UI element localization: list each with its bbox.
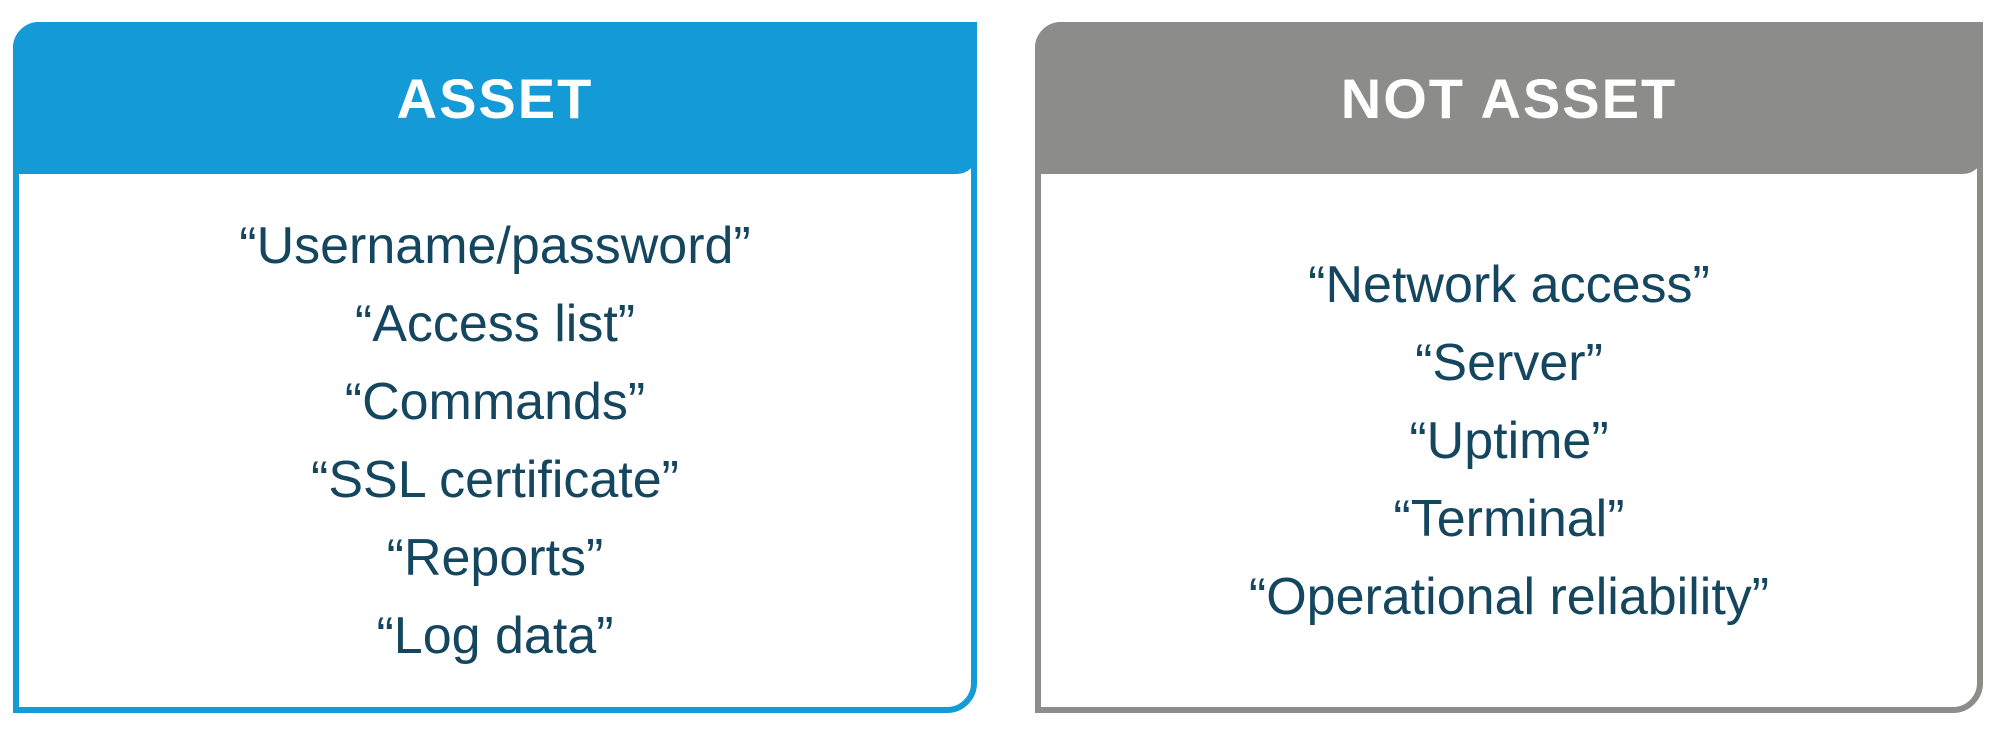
- asset-card-item-list: “Username/password” “Access list” “Command…: [19, 174, 971, 707]
- not-asset-card-title: NOT ASSET: [1340, 66, 1678, 130]
- asset-card-header: ASSET: [13, 22, 977, 174]
- list-item: “SSL certificate”: [311, 450, 679, 509]
- asset-card: ASSET “Username/password” “Access list” “C…: [13, 22, 977, 713]
- not-asset-card: NOT ASSET “Network access” “Server” “Uptim…: [1035, 22, 1983, 713]
- list-item: “Username/password”: [239, 216, 751, 275]
- list-item: “Server”: [1415, 333, 1603, 392]
- list-item: “Terminal”: [1393, 489, 1625, 548]
- list-item: “Operational reliability”: [1248, 567, 1770, 626]
- not-asset-card-header: NOT ASSET: [1035, 22, 1983, 174]
- list-item: “Log data”: [376, 606, 614, 665]
- list-item: “Reports”: [386, 528, 604, 587]
- not-asset-card-item-list: “Network access” “Server” “Uptime” “Termina…: [1041, 174, 1977, 707]
- list-item: “Access list”: [354, 294, 636, 353]
- list-item: “Commands”: [344, 372, 646, 431]
- list-item: “Uptime”: [1409, 411, 1609, 470]
- asset-card-title: ASSET: [396, 66, 594, 130]
- list-item: “Network access”: [1308, 255, 1710, 314]
